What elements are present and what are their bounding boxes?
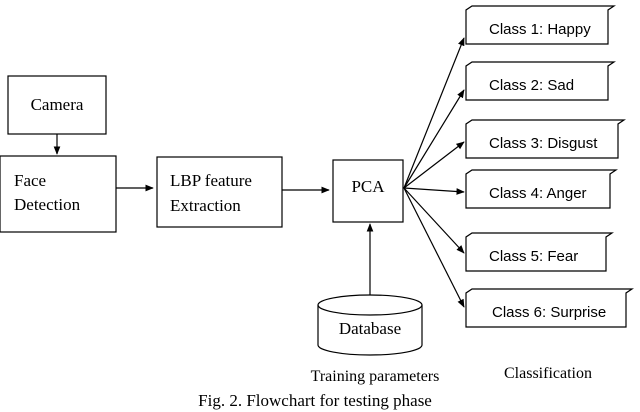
edge-pca-to-class-5 <box>403 187 465 254</box>
class-3-node: Class 3: Disgust <box>465 119 626 159</box>
edge-pca-to-class-6 <box>403 187 465 308</box>
training-parameters-label: Training parameters <box>311 368 440 385</box>
face-detection-node: Face Detection <box>0 155 117 233</box>
class-6-label: Class 6: Surprise <box>492 304 606 321</box>
pca-label: PCA <box>351 177 385 196</box>
database-node: Database <box>317 294 423 356</box>
class-2-label: Class 2: Sad <box>489 77 574 94</box>
edge-pca-to-class-2 <box>403 89 465 189</box>
classification-label: Classification <box>504 365 592 382</box>
database-label: Database <box>339 319 401 338</box>
camera-node: Camera <box>7 75 107 135</box>
edge-pca-to-class-3 <box>403 141 465 189</box>
class-6-node: Class 6: Surprise <box>465 288 634 328</box>
pca-node: PCA <box>332 159 404 223</box>
lbp-label-line2: Extraction <box>170 196 241 215</box>
class-2-node: Class 2: Sad <box>465 61 616 101</box>
class-3-label: Class 3: Disgust <box>489 135 598 152</box>
lbp-feature-extraction-node: LBP feature Extraction <box>156 156 283 228</box>
face-detection-label-line1: Face <box>14 171 46 190</box>
class-1-node: Class 1: Happy <box>465 5 616 45</box>
class-1-label: Class 1: Happy <box>489 21 591 38</box>
figure-caption: Fig. 2. Flowchart for testing phase <box>198 391 432 410</box>
class-4-label: Class 4: Anger <box>489 185 587 202</box>
class-4-node: Class 4: Anger <box>465 169 618 209</box>
face-detection-label-line2: Detection <box>14 195 81 214</box>
class-5-label: Class 5: Fear <box>489 248 578 265</box>
edge-pca-to-class-4 <box>403 187 465 195</box>
edge-pca-to-class-1 <box>403 37 465 189</box>
camera-label: Camera <box>31 95 84 114</box>
lbp-label-line1: LBP feature <box>170 171 252 190</box>
class-5-node: Class 5: Fear <box>465 232 614 272</box>
